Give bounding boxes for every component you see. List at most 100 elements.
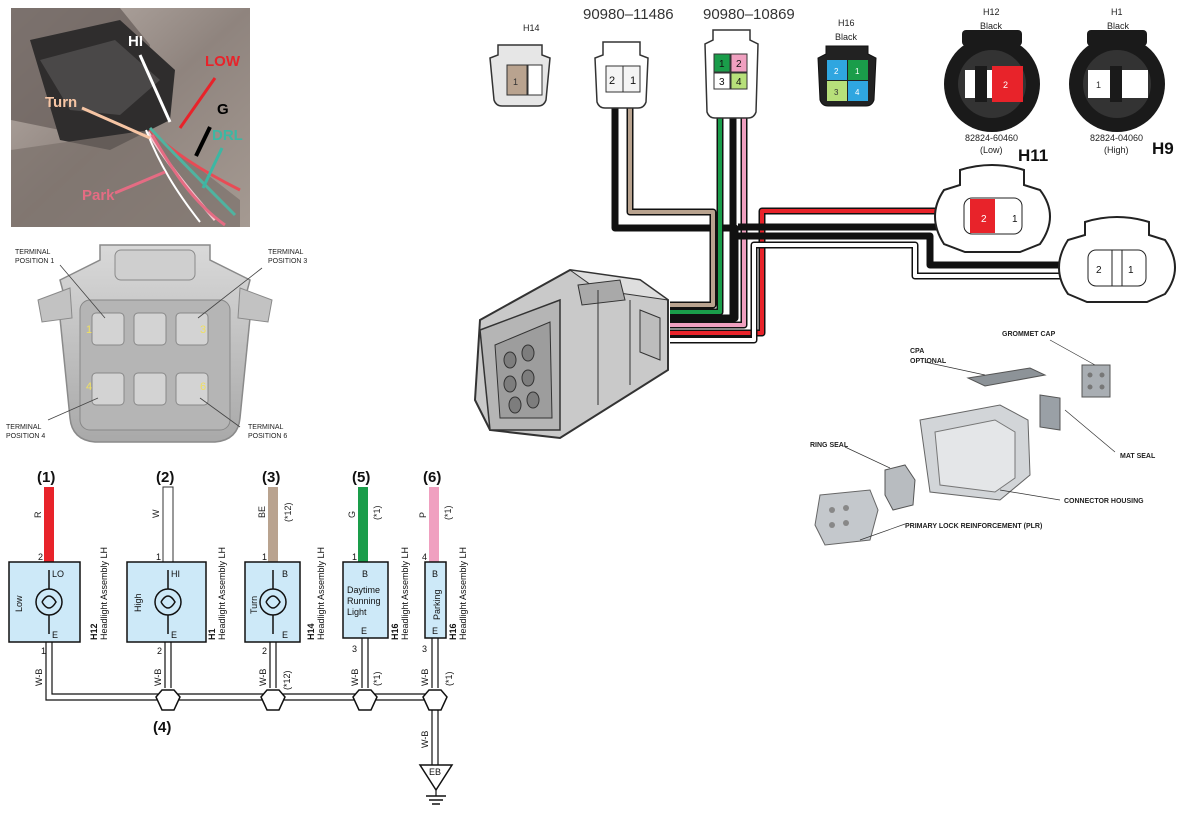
h16-label: H16 [838,18,855,28]
c10869-p2: 2 [736,59,742,70]
high-bottom-label: E [171,630,177,640]
drl-code: H16 [390,623,400,640]
connector-h12: H12 Black 2 82824-60460 (Low) H11 [944,7,1048,165]
gnd-wb-5: W-B [420,669,430,686]
low-code: H12 [89,623,99,640]
high-code: H1 [207,628,217,640]
connector-photo: HI LOW G Turn DRL Park [11,8,250,227]
connector-housing-label: CONNECTOR HOUSING [1064,498,1144,505]
park-top-label: B [432,569,438,579]
ground-label: EB [429,767,441,777]
high-side-label: High [133,593,143,612]
h12-label: H12 [983,7,1000,17]
terminal-position-view: 1 3 4 6 TERMINAL POSITION 1 TERMINAL POS… [6,244,307,443]
wire-code-w: W [151,509,161,518]
term-pos4-line2: POSITION 4 [6,433,45,440]
turn-pointer [81,106,151,140]
wire-number-1: (1) [37,469,55,486]
g-pointer [194,126,212,157]
h12-color: Black [980,21,1003,31]
wire-code-g: G [347,511,357,518]
wire-note-1a: (*1) [372,505,382,520]
h1-part: 82824-04060 [1090,133,1143,143]
turn-bottom-label: E [282,630,288,640]
term-pos4-line1: TERMINAL [6,424,42,431]
low-pin-bottom: 1 [41,646,46,656]
connector-90980-11486: 90980–11486 2 1 [583,6,674,109]
h1-pin1: 1 [1096,80,1101,90]
h1-color: Black [1107,21,1130,31]
c11486-part: 90980–11486 [583,6,674,23]
wire-green [358,487,368,562]
c11486-pin1: 1 [630,75,636,87]
connector-h1: H1 Black 1 82824-04060 (High) H9 [1069,7,1174,158]
low-label: LOW [205,53,241,70]
h16-color: Black [835,32,858,42]
wire-number-4: (4) [153,719,171,736]
park-side-label: Parking [432,589,442,620]
c10869-p4: 4 [736,77,742,88]
low-side-label: Low [14,595,24,612]
cavity-num-3: 3 [200,324,206,336]
high-assy: Headlight Assembly LH [217,547,227,640]
h16-p4: 4 [855,88,860,97]
turn-code: H14 [306,623,316,640]
schematic: (1) (2) (3) (5) (6) (4) R W BE (*12) G (… [8,469,468,805]
low-assy: Headlight Assembly LH [99,547,109,640]
mat-seal-label: MAT SEAL [1120,453,1156,460]
c10869-part: 90980–10869 [703,6,795,23]
wire-beige [268,487,278,562]
term-pos6-line1: TERMINAL [248,424,284,431]
term-pos3-line1: TERMINAL [268,249,304,256]
high-pin-bottom: 2 [157,646,162,656]
gnd-note-1b: (*1) [444,671,454,686]
h11-title: H11 [1018,146,1048,165]
park-bottom-label: E [432,626,438,636]
h9-mating-connector: 2 1 [1058,216,1176,303]
harness-wires [611,105,1060,344]
h16-p3: 3 [834,88,839,97]
drl-label: DRL [212,127,243,144]
wire-code-r: R [33,511,43,518]
park-pin-top: 4 [422,552,427,562]
connector-90980-10869: 90980–10869 1 2 3 4 [703,6,795,119]
drl-pointer [201,147,224,189]
turn-pin-top: 1 [262,552,267,562]
drl-line3: Light [347,607,367,617]
park-label: Park [82,187,115,204]
cavity-num-4: 4 [86,381,92,393]
wire-code-be: BE [257,506,267,518]
term-pos1-line1: TERMINAL [15,249,51,256]
plr-label: PRIMARY LOCK REINFORCEMENT (PLR) [905,523,1042,530]
c10869-p1: 1 [719,59,725,70]
low-pointer [178,77,217,129]
cavity-4 [91,372,125,406]
gnd-wb-1: W-B [34,669,44,686]
h9-title: H9 [1152,139,1174,158]
gnd-wb-6: W-B [420,731,430,748]
high-beam-box [126,561,207,643]
drl-line2: Running [347,596,381,606]
turn-side-label: Turn [249,596,259,614]
gnd-note-1a: (*1) [372,671,382,686]
turn-label: Turn [45,94,77,111]
hi-label: HI [128,33,143,50]
h9-conn-pin1: 1 [1128,265,1134,276]
connector-h14: H14 1 [489,23,551,107]
ground-symbol: EB [418,764,454,805]
wire-number-6: (6) [423,469,441,486]
wire-note-1b: (*1) [443,505,453,520]
turn-pin-bottom: 2 [262,646,267,656]
gnd-note-12: (*12) [282,670,292,690]
low-bottom-label: E [52,630,58,640]
cavity-3 [175,312,209,346]
cavity-2 [133,312,167,346]
h11-mating-connector: 2 1 [934,164,1051,253]
drl-assy: Headlight Assembly LH [400,547,410,640]
gnd-wb-3: W-B [258,669,268,686]
turn-top-label: B [282,569,288,579]
wire-red [44,487,54,562]
h12-pin2: 2 [1003,80,1008,90]
low-pin-top: 2 [38,552,43,562]
cpa-label-2: OPTIONAL [910,358,947,365]
